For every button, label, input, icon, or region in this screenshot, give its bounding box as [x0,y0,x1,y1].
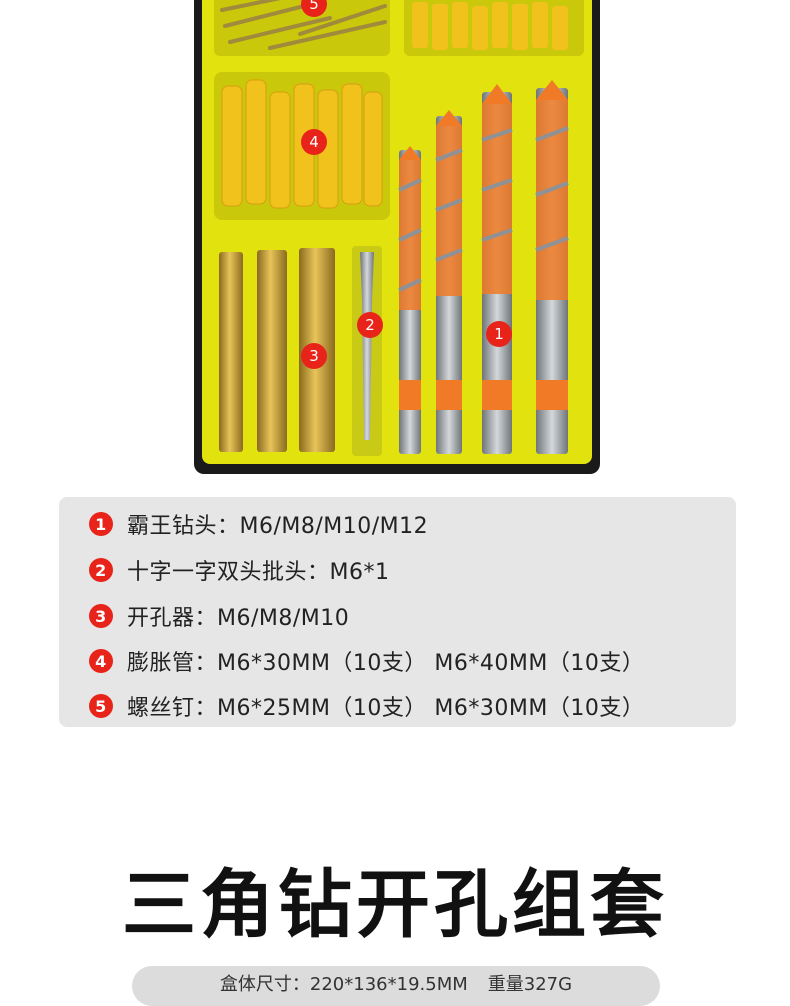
marker-5: 5 [301,0,327,17]
page-title: 三角钻开孔组套 [122,862,668,948]
hole-saw-medium [257,250,287,452]
spec-row: 5 螺丝钉：M6*25MM（10支） M6*30MM（10支） [89,691,644,721]
spec-text: 螺丝钉：M6*25MM（10支） M6*30MM（10支） [127,696,645,721]
marker-1: 1 [486,321,512,347]
spec-text: 膨胀管：M6*30MM（10支） M6*40MM（10支） [127,651,645,676]
spec-text: 霸王钻头：M6/M8/M10/M12 [127,514,429,539]
spec-row: 3 开孔器：M6/M8/M10 [89,601,349,631]
anchors-top [412,2,568,50]
spec-number: 3 [89,604,113,628]
spec-number: 4 [89,649,113,673]
drill-bits [398,80,569,454]
hole-saw-small [219,252,243,452]
spec-text: 十字一字双头批头：M6*1 [127,560,390,585]
spec-panel: 1 霸王钻头：M6/M8/M10/M12 2 十字一字双头批头：M6*1 3 开… [59,497,736,727]
svg-text:4: 4 [309,133,319,151]
spec-row: 4 膨胀管：M6*30MM（10支） M6*40MM（10支） [89,646,644,676]
spec-number: 2 [89,558,113,582]
svg-text:2: 2 [365,316,375,334]
spec-row: 1 霸王钻头：M6/M8/M10/M12 [89,509,428,539]
product-photo: 5 4 3 2 1 [0,0,790,490]
svg-text:1: 1 [494,325,504,343]
screw-compartment [214,0,390,56]
box-size-text: 盒体尺寸：220*136*19.5MM [219,974,468,995]
size-badge: 盒体尺寸：220*136*19.5MM 重量327G [132,966,660,1006]
screwdriver-bit [360,252,374,440]
weight-text: 重量327G [487,974,573,995]
marker-3: 3 [301,343,327,369]
spec-number: 5 [89,694,113,718]
marker-2: 2 [357,312,383,338]
svg-text:5: 5 [309,0,319,13]
spec-row: 2 十字一字双头批头：M6*1 [89,555,389,585]
spec-number: 1 [89,512,113,536]
svg-text:3: 3 [309,347,319,365]
anchors [221,79,383,209]
marker-4: 4 [301,129,327,155]
spec-text: 开孔器：M6/M8/M10 [127,606,350,631]
